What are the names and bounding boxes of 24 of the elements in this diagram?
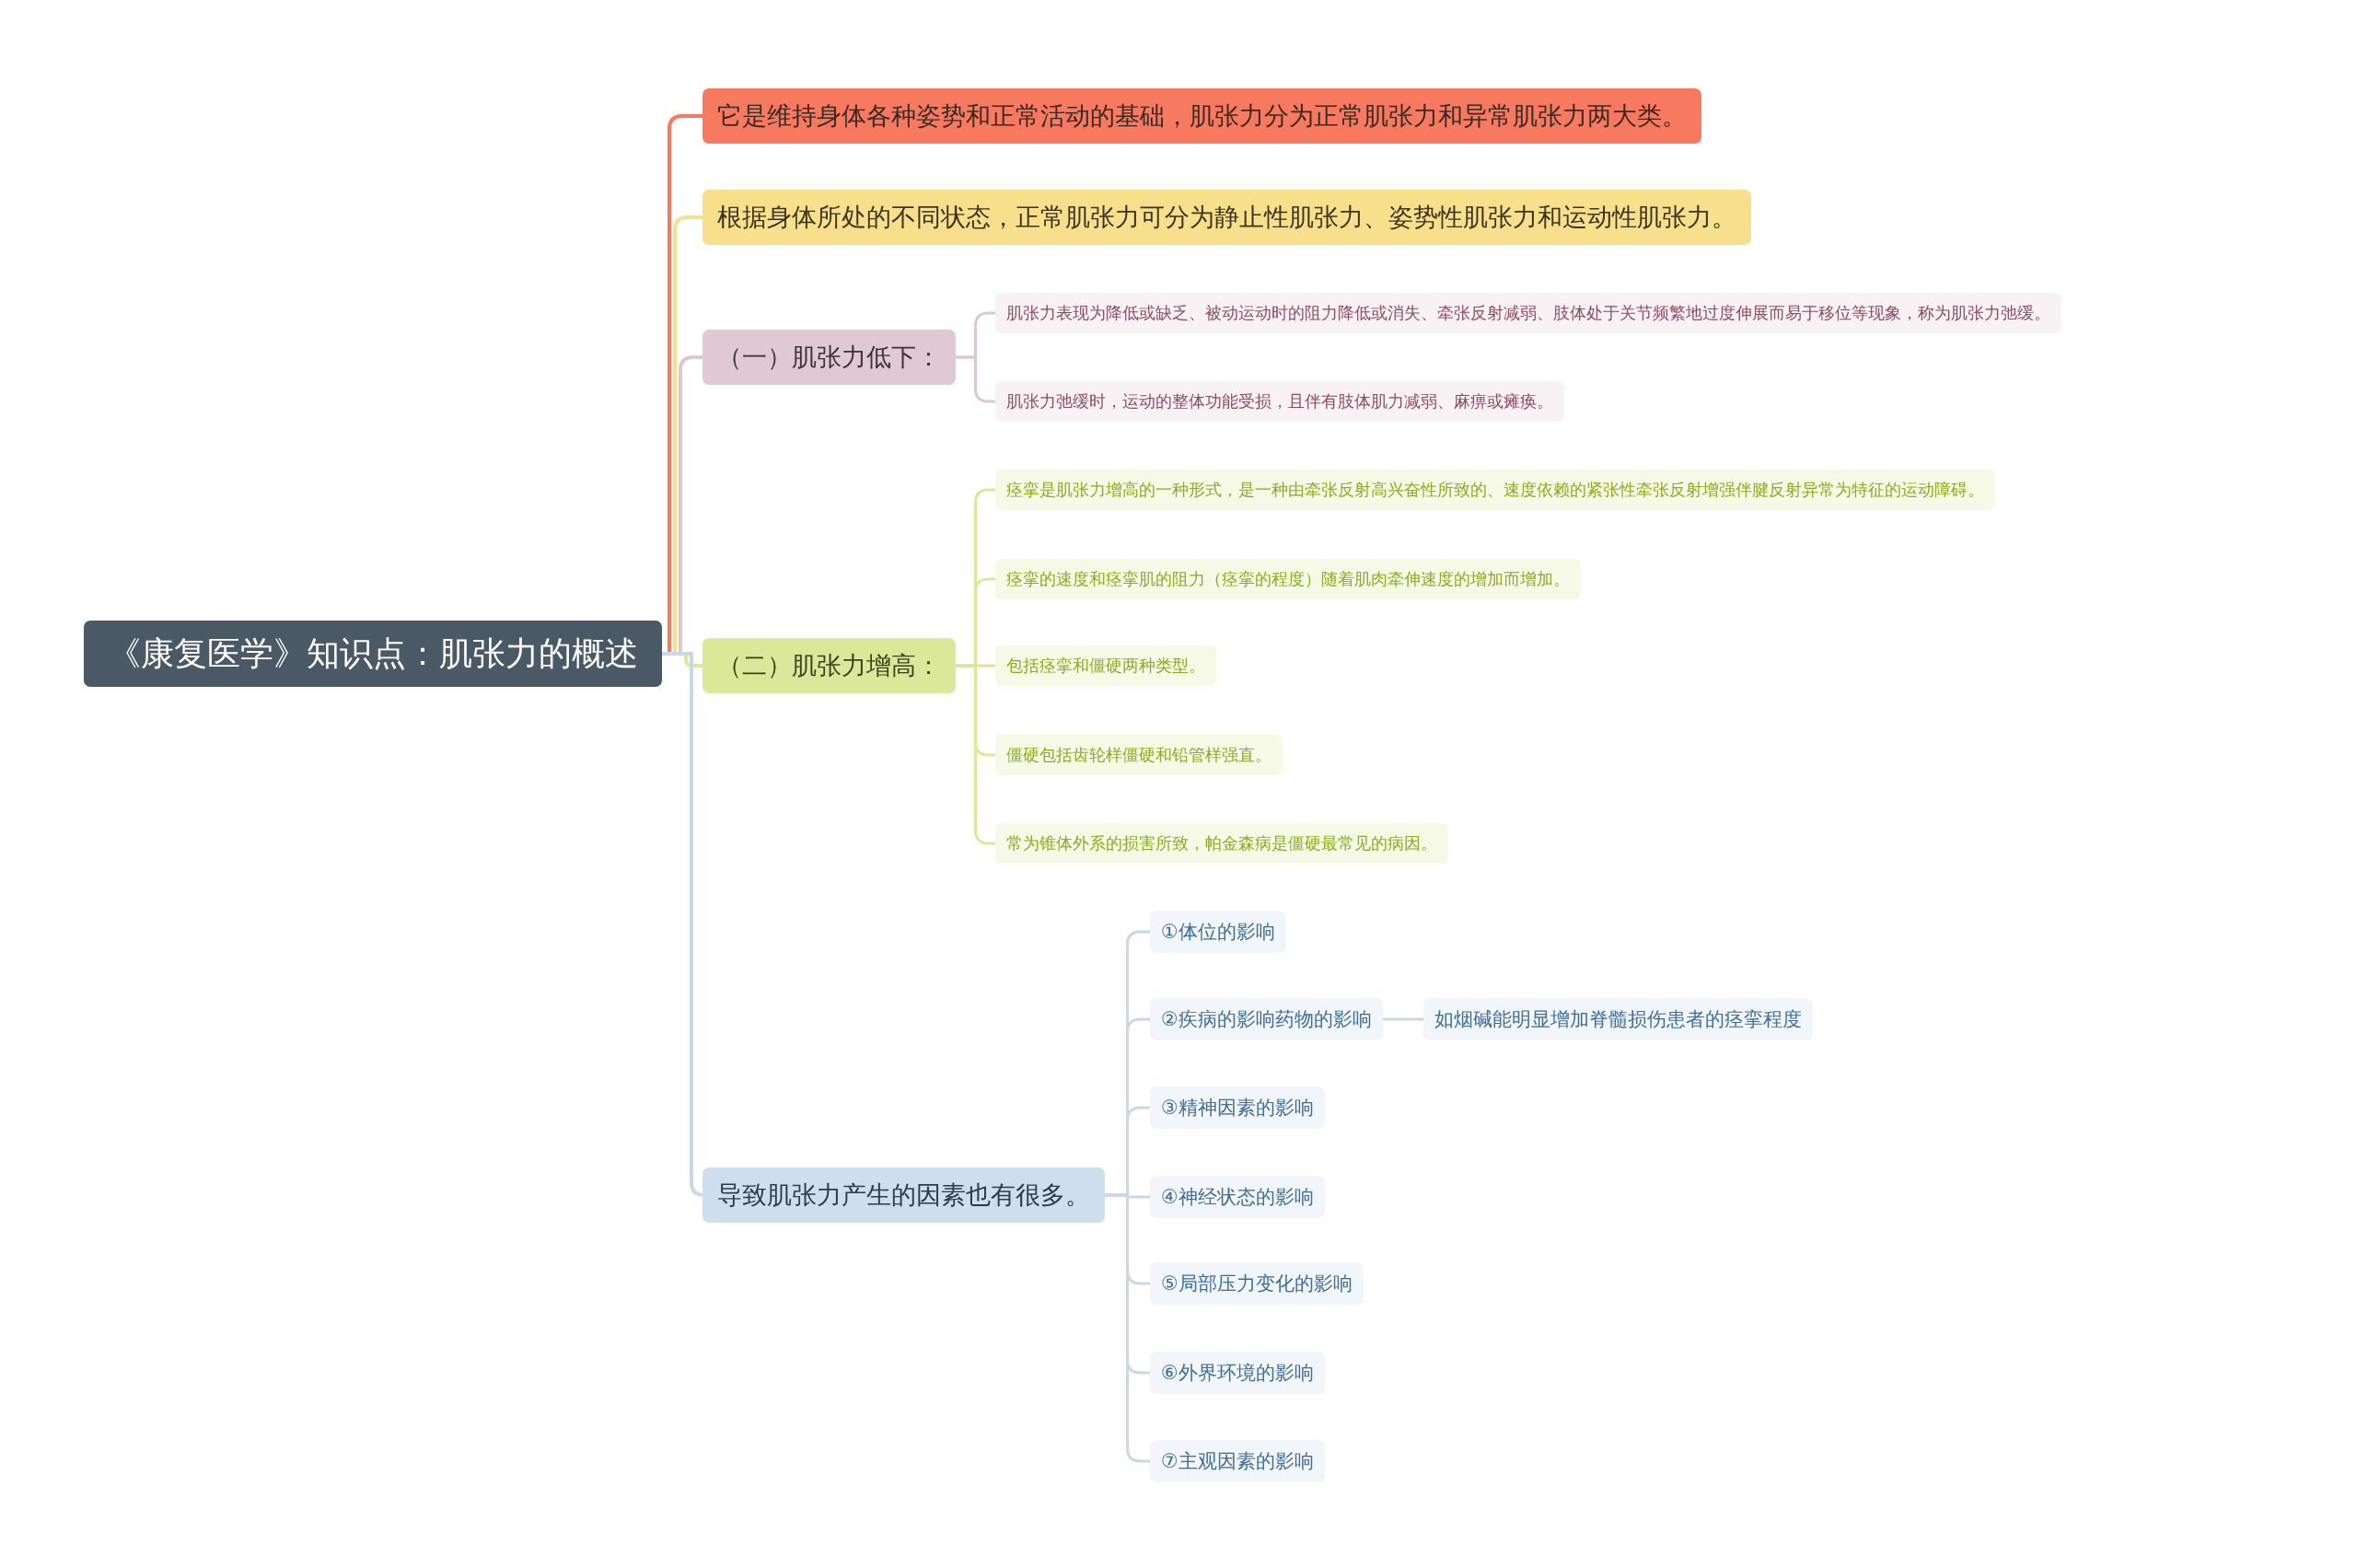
subtopic: ⑥外界环境的影响 [1150,1352,1325,1394]
subtopic: ②疾病的影响药物的影响 [1150,998,1383,1040]
branch-topic: 它是维持身体各种姿势和正常活动的基础，肌张力分为正常肌张力和异常肌张力两大类。 [702,88,1701,144]
connector-line [956,664,995,845]
subtopic: 肌张力表现为降低或缺乏、被动运动时的阻力降低或消失、牵张反射减弱、肢体处于关节频繁地过度伸展而易于移位等现象，称为肌张力弛缓。 [995,293,2061,333]
subtopic: 常为锥体外系的损害所致，帕金森病是僵硬最常见的病因。 [995,823,1448,864]
subtopic: 如烟碱能明显增加脊髓损伤患者的痉挛程度 [1423,998,1813,1040]
subtopic: ①体位的影响 [1150,911,1286,953]
subtopic: 僵硬包括齿轮样僵硬和铅管样强直。 [995,735,1283,775]
subtopic: 肌张力弛缓时，运动的整体功能受损，且伴有肢体肌力减弱、麻痹或瘫痪。 [995,381,1564,422]
branch-topic: （二）肌张力增高： [702,638,956,693]
central-topic: 《康复医学》知识点：肌张力的概述 [84,621,662,687]
connector-line [956,355,995,403]
branch-topic: 根据身体所处的不同状态，正常肌张力可分为静止性肌张力、姿势性肌张力和运动性肌张力。 [702,190,1751,245]
subtopic: ④神经状态的影响 [1150,1176,1325,1218]
subtopic: 痉挛的速度和痉挛肌的阻力（痉挛的程度）随着肌肉牵伸速度的增加而增加。 [995,559,1581,599]
subtopic: ③精神因素的影响 [1150,1086,1325,1129]
subtopic: 痉挛是肌张力增高的一种形式，是一种由牵张反射高兴奋性所致的、速度依赖的紧张性牵张反射增强伴腱反射异常为特征的运动障碍。 [995,470,1995,510]
subtopic: ⑤局部压力变化的影响 [1150,1262,1364,1305]
branch-topic: （一）肌张力低下： [702,330,956,385]
connector-line [1382,1017,1423,1021]
subtopic: ⑦主观因素的影响 [1150,1440,1325,1482]
subtopic: 包括痉挛和僵硬两种类型。 [995,645,1216,686]
branch-topic: 导致肌张力产生的因素也有很多。 [702,1167,1105,1223]
